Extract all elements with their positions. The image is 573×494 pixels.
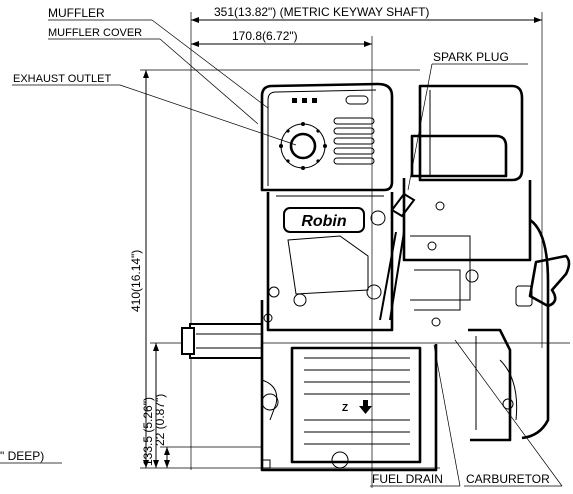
z-marker: Z <box>342 403 348 414</box>
dimension-lines <box>140 12 570 488</box>
fuel-drain-label: FUEL DRAIN <box>372 472 443 486</box>
muffler-vent-slots <box>333 117 375 165</box>
spark-plug-label: SPARK PLUG <box>433 50 509 64</box>
deep-fragment-label: " DEEP) <box>0 449 44 463</box>
crankcase-fins <box>304 357 410 445</box>
shaft-height-dim: 133.5 (5.26") <box>141 397 155 466</box>
muffler-cover-label: MUFFLER COVER <box>48 27 142 39</box>
carburetor-label: CARBURETOR <box>466 472 550 486</box>
half-width-dim: 170.8(6.72") <box>232 29 298 43</box>
muffler-label: MUFFLER <box>48 6 105 20</box>
brand-text: Robin <box>301 213 347 230</box>
height-dim: 410(16.14") <box>129 250 143 312</box>
exhaust-outlet <box>279 122 327 170</box>
recoil-starter <box>515 218 571 440</box>
output-shaft <box>181 323 263 359</box>
base-height-dim: 22 (0.87") <box>153 394 167 446</box>
exhaust-outlet-label: EXHAUST OUTLET <box>13 73 111 85</box>
brand-badge: Robin <box>283 207 365 233</box>
engine-body: Robin <box>181 82 571 472</box>
overall-width-dim: 351(13.82") (METRIC KEYWAY SHAFT) <box>214 5 429 19</box>
leader-lines <box>0 19 563 487</box>
